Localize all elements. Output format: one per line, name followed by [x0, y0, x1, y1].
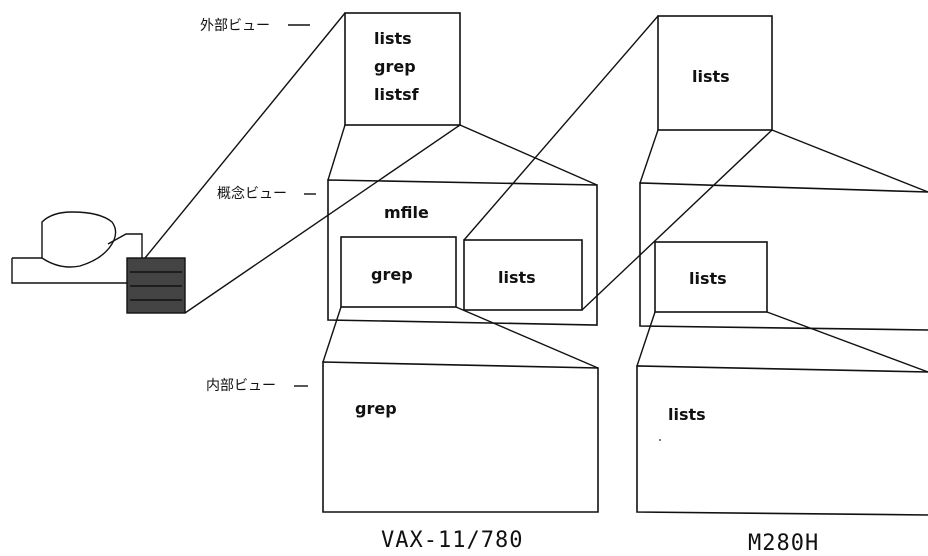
vax-conceptual-item-lists: lists [498, 268, 536, 287]
label-conceptual-view: 概念ビュー [217, 185, 287, 202]
label-internal-view: 内部ビュー [206, 378, 276, 394]
vax-machine-name: VAX-11/780 [381, 528, 523, 553]
m280-internal-view-box [637, 366, 928, 515]
vax-external-item-2: listsf [374, 85, 420, 104]
m280-machine-name: M280H [748, 531, 819, 556]
label-external-view: 外部ビュー [200, 18, 270, 34]
m280-external-item: lists [692, 67, 730, 86]
vax-conceptual-view-box [328, 180, 597, 325]
m280-conceptual-view-box [640, 183, 928, 330]
vax-internal-item: grep [355, 399, 397, 418]
vax-external-item-1: grep [374, 57, 416, 76]
stray-dot [659, 439, 661, 441]
m280-internal-item: lists [668, 405, 706, 424]
vax-external-item-0: lists [374, 29, 412, 48]
vax-conceptual-item-grep: grep [371, 265, 413, 284]
user-at-terminal-icon [12, 212, 185, 313]
vax-internal-view-box [323, 362, 598, 512]
m280-conceptual-item: lists [689, 269, 727, 288]
vax-conceptual-title: mfile [384, 203, 429, 222]
